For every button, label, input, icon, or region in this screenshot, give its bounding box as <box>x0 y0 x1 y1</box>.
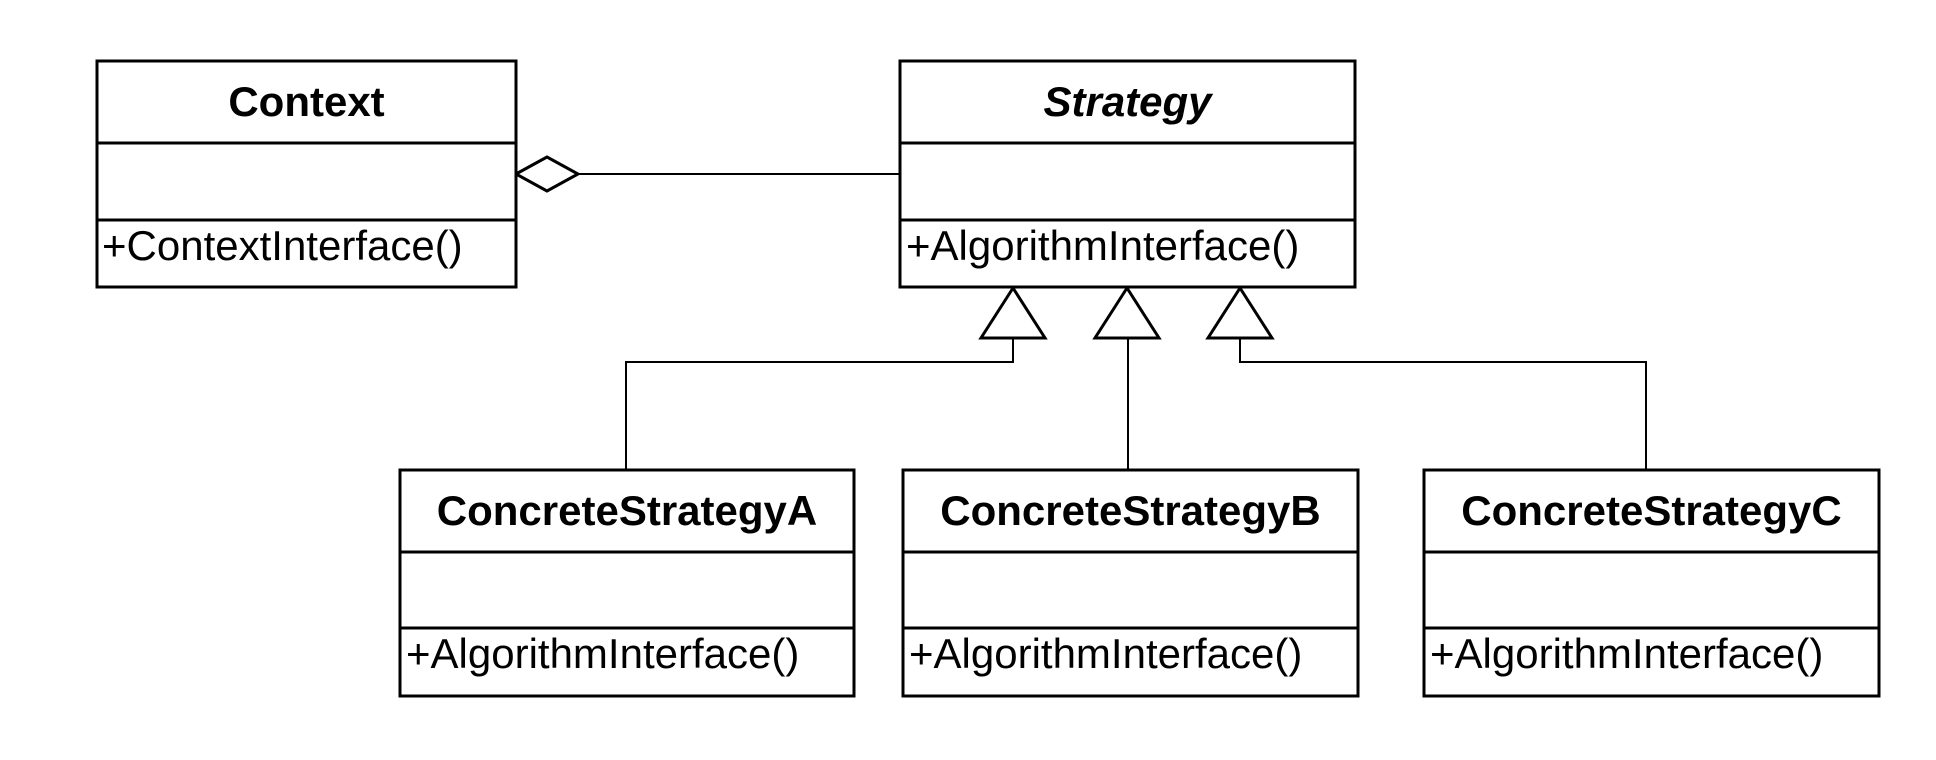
class-operation: +AlgorithmInterface() <box>906 222 1299 269</box>
class-operation: +AlgorithmInterface() <box>406 630 799 677</box>
class-context-box <box>95 59 518 289</box>
class-name: ConcreteStrategyC <box>1461 487 1841 534</box>
generalization-b <box>1092 285 1162 470</box>
class-name: ConcreteStrategyA <box>437 487 817 534</box>
class-concrete-strategy-c[interactable]: ConcreteStrategyC +AlgorithmInterface() <box>1422 468 1881 698</box>
class-name: ConcreteStrategyB <box>940 487 1320 534</box>
generalization-c-line <box>1239 338 1647 470</box>
class-concrete-a-box <box>398 468 856 698</box>
inheritance-arrow-b-icon <box>1092 285 1162 340</box>
class-concrete-strategy-a[interactable]: ConcreteStrategyA +AlgorithmInterface() <box>398 468 856 698</box>
inheritance-arrow-a-icon <box>978 285 1048 340</box>
class-name: Strategy <box>1043 78 1214 125</box>
class-operation: +ContextInterface() <box>102 222 463 269</box>
class-concrete-strategy-b[interactable]: ConcreteStrategyB +AlgorithmInterface() <box>901 468 1360 698</box>
class-name: Context <box>228 78 384 125</box>
aggregation-diamond-icon <box>512 155 582 193</box>
class-context[interactable]: Context +ContextInterface() <box>95 59 518 289</box>
class-strategy[interactable]: Strategy +AlgorithmInterface() <box>898 59 1357 289</box>
inheritance-arrow-c-icon <box>1205 285 1275 340</box>
class-operation: +AlgorithmInterface() <box>1430 630 1823 677</box>
class-operation: +AlgorithmInterface() <box>909 630 1302 677</box>
generalization-a-line <box>625 338 1014 470</box>
aggregation-context-strategy <box>512 155 900 193</box>
class-strategy-box <box>898 59 1357 289</box>
generalization-c <box>1205 285 1647 470</box>
class-concrete-c-box <box>1422 468 1881 698</box>
class-concrete-b-box <box>901 468 1360 698</box>
generalization-a <box>625 285 1048 470</box>
